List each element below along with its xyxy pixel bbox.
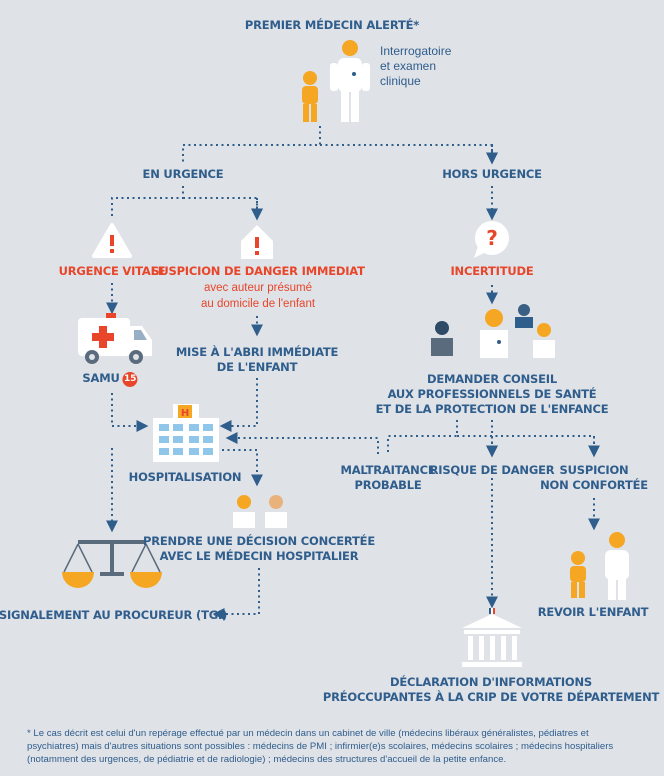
child-revoir-icon bbox=[570, 551, 586, 598]
professionals-group-icon bbox=[431, 304, 555, 358]
warning-icon bbox=[92, 223, 132, 258]
hospital-icon: H bbox=[153, 404, 219, 462]
demander-conseil-line3: ET DE LA PROTECTION DE L'ENFANCE bbox=[375, 402, 609, 416]
samu-text: SAMU bbox=[82, 371, 120, 385]
suspicion-danger-line1: avec auteur présumé bbox=[203, 282, 313, 294]
connectors bbox=[106, 126, 600, 620]
suspicion-non-line1: SUSPICION bbox=[559, 463, 629, 477]
mise-abri-line1: MISE À L'ABRI IMMÉDIATE bbox=[175, 345, 339, 359]
intro-note-line1: Interrogatoire bbox=[380, 44, 452, 58]
signalement-label: SIGNALEMENT AU PROCUREUR (TGI) bbox=[0, 608, 228, 622]
ambulance-icon bbox=[78, 313, 152, 364]
hors-urgence-label: HORS URGENCE bbox=[442, 167, 542, 181]
connector-decision bbox=[212, 568, 260, 620]
connector-maltraitance bbox=[225, 432, 379, 454]
decision-line1: PRENDRE UNE DÉCISION CONCERTÉE bbox=[143, 534, 375, 548]
en-urgence-label: EN URGENCE bbox=[142, 167, 224, 181]
connector-mise-abri bbox=[219, 378, 258, 432]
samu-number-badge: 15 bbox=[122, 372, 138, 387]
connector-hosp-decision bbox=[222, 449, 263, 487]
doctors-pair-icon bbox=[233, 495, 287, 528]
demander-conseil-line1: DEMANDER CONSEIL bbox=[426, 372, 558, 386]
decision-line2: AVEC LE MÉDECIN HOSPITALIER bbox=[159, 549, 359, 563]
hospitalisation-label: HOSPITALISATION bbox=[128, 470, 242, 484]
declaration-line2: PRÉOCCUPANTES À LA CRIP DE VOTRE DÉPARTE… bbox=[322, 690, 660, 704]
incertitude-label: INCERTITUDE bbox=[450, 264, 534, 278]
scales-icon bbox=[62, 540, 162, 588]
maltraitance-line1: MALTRAITANCE bbox=[340, 463, 436, 477]
child-icon bbox=[302, 71, 318, 122]
page-title: PREMIER MÉDECIN ALERTÉ* bbox=[244, 18, 420, 32]
connector-en-urgence bbox=[111, 186, 257, 218]
suspicion-danger-title: SUSPICION DE DANGER IMMEDIAT bbox=[151, 264, 365, 278]
svg-text:?: ? bbox=[486, 226, 498, 250]
intro-note-line2: et examen bbox=[380, 59, 437, 73]
declaration-line1: DÉCLARATION D'INFORMATIONS bbox=[390, 675, 592, 689]
connector-top bbox=[182, 126, 492, 162]
doctor-revoir-icon bbox=[605, 532, 629, 600]
courthouse-icon bbox=[462, 608, 522, 667]
urgence-vitale-label: URGENCE VITALE bbox=[58, 264, 166, 278]
suspicion-danger-line2: au domicile de l'enfant bbox=[200, 298, 316, 310]
revoir-enfant-label: REVOIR L'ENFANT bbox=[537, 605, 649, 619]
intro-note: Interrogatoire et examen clinique bbox=[380, 44, 451, 89]
intro-note-line3: clinique bbox=[380, 74, 421, 88]
doctor-icon bbox=[330, 40, 370, 122]
risque-danger-label: RISQUE DE DANGER bbox=[429, 463, 555, 477]
maltraitance-line2: PROBABLE bbox=[354, 478, 422, 492]
hospital-sign: H bbox=[181, 408, 189, 419]
demander-conseil-line2: AUX PROFESSIONNELS DE SANTÉ bbox=[387, 387, 597, 401]
footnote: * Le cas décrit est celui d'un repérage … bbox=[27, 728, 614, 765]
question-bubble-icon: ? bbox=[474, 221, 509, 258]
connector-samu bbox=[111, 393, 149, 432]
mise-abri-line2: DE L'ENFANT bbox=[216, 360, 298, 374]
suspicion-non-line2: NON CONFORTÉE bbox=[540, 478, 648, 492]
house-warning-icon bbox=[241, 225, 273, 259]
